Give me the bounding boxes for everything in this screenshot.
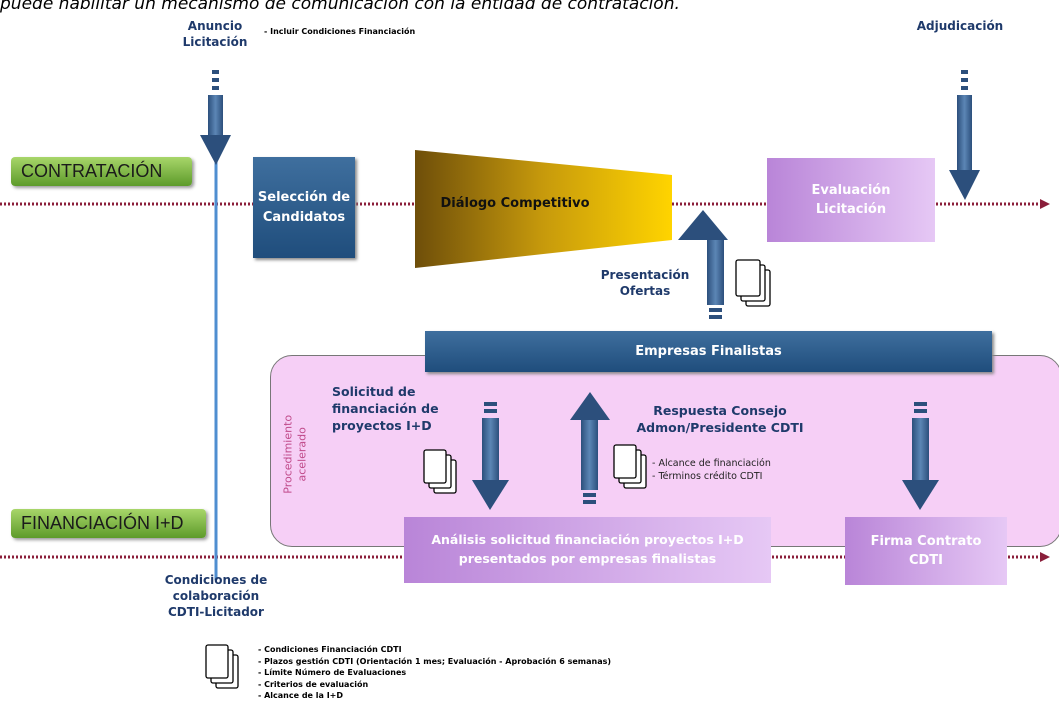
firma-contrato-box: Firma Contrato CDTI xyxy=(845,517,1007,585)
arrow-down-adjudicacion xyxy=(949,70,980,200)
presentacion-ofertas-label: Presentación Ofertas xyxy=(600,268,690,299)
solicitud-financiacion-label: Solicitud de financiación de proyectos I… xyxy=(332,384,439,433)
analisis-solicitud-box: Análisis solicitud financiación proyecto… xyxy=(404,517,771,583)
document-icon xyxy=(613,444,647,489)
document-icon xyxy=(205,644,239,689)
condiciones-note: - Plazos gestión CDTI (Orientación 1 mes… xyxy=(258,656,612,666)
condiciones-colaboracion-label: Condiciones de colaboración CDTI-Licitad… xyxy=(164,573,268,620)
arrow-down-firma xyxy=(902,402,939,510)
respuesta-note: - Alcance de financiación xyxy=(652,458,771,469)
condiciones-note: - Límite Número de Evaluaciones xyxy=(258,668,407,678)
document-icon xyxy=(423,449,457,494)
condiciones-notes: - Condiciones Financiación CDTI - Plazos… xyxy=(258,644,611,702)
arrow-up-presentacion xyxy=(678,210,728,319)
arrow-down-anuncio xyxy=(200,70,231,165)
empresas-finalistas-box: Empresas Finalistas xyxy=(425,331,992,372)
dialogo-shape xyxy=(415,150,672,268)
seleccion-candidatos-box: Selección de Candidatos xyxy=(253,157,355,258)
anuncio-label: Anuncio Licitación xyxy=(182,19,248,50)
condiciones-note: - Criterios de evaluación xyxy=(258,679,369,689)
document-icon xyxy=(735,259,771,307)
lane-contratacion: CONTRATACIÓN xyxy=(11,157,192,186)
respuesta-notes: - Alcance de financiación - Términos cré… xyxy=(652,457,771,484)
arrow-down-solicitud xyxy=(472,402,509,510)
respuesta-note: - Términos crédito CDTI xyxy=(652,471,763,483)
lane-financiacion: FINANCIACIÓN I+D xyxy=(11,509,206,538)
respuesta-consejo-label: Respuesta Consejo Admon/Presidente CDTI xyxy=(636,403,804,435)
header-caption: puede habilitar un mecanismo de comunica… xyxy=(0,0,680,14)
adjudicacion-label: Adjudicación xyxy=(916,19,1004,33)
financiacion-line-arrowhead xyxy=(1040,552,1050,562)
dialogo-competitivo-label: Diálogo Competitivo xyxy=(440,196,590,211)
condiciones-note: - Condiciones Financiación CDTI xyxy=(258,645,402,654)
evaluacion-licitacion-box: Evaluación Licitación xyxy=(767,158,935,242)
arrow-up-respuesta xyxy=(570,392,610,504)
anuncio-note: - Incluir Condiciones Financiación xyxy=(264,27,416,36)
condiciones-note: - Alcance de la I+D xyxy=(258,691,344,701)
contratacion-line-arrowhead xyxy=(1040,199,1050,209)
